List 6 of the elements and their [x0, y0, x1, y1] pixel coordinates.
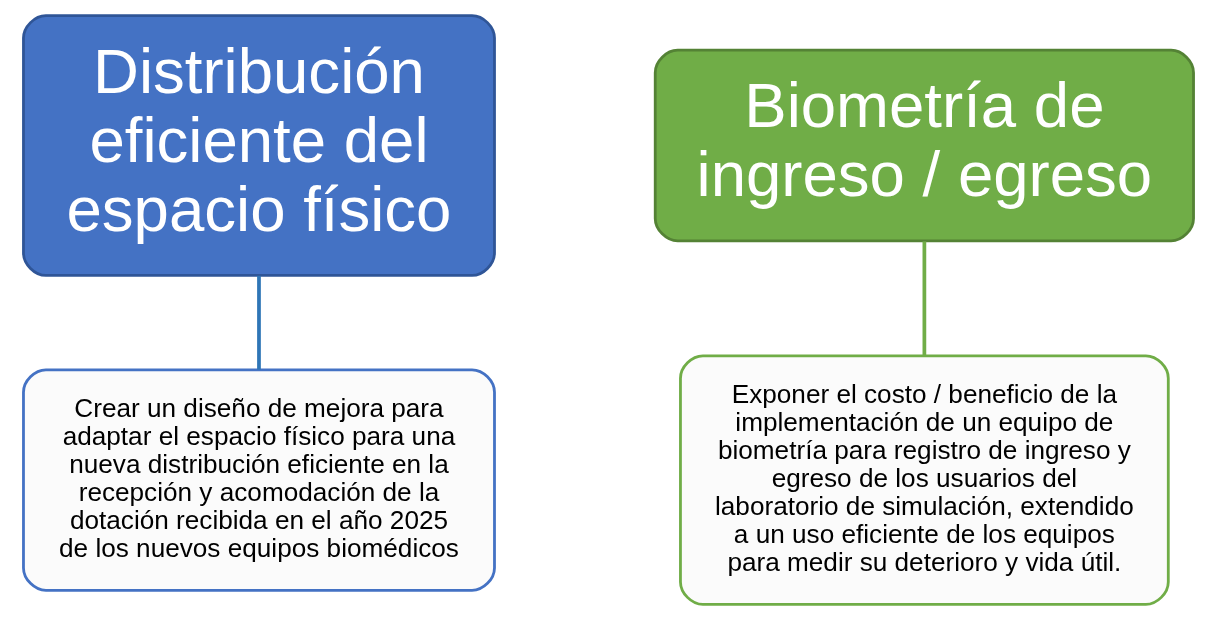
connector	[257, 275, 261, 370]
node-box: Distribución eficiente del espacio físico	[22, 14, 496, 277]
node-box: Exponer el costo / beneficio de la implementación de un equipo de biometría para registro de ingreso y egreso de los usuarios del laboratorio de simulación, extendido a un uso eficiente de los equipos para medir su deterioro y vida útil.	[679, 354, 1170, 606]
node-box: Biometría de ingreso / egreso	[653, 48, 1195, 243]
connector	[922, 241, 927, 356]
node-box: Crear un diseño de mejora para adaptar el espacio físico para una nueva distribución eficiente en la recepción y acomodación de la dotación recibida en el año 2025 de los nuevos equipos biomédicos	[22, 368, 496, 592]
